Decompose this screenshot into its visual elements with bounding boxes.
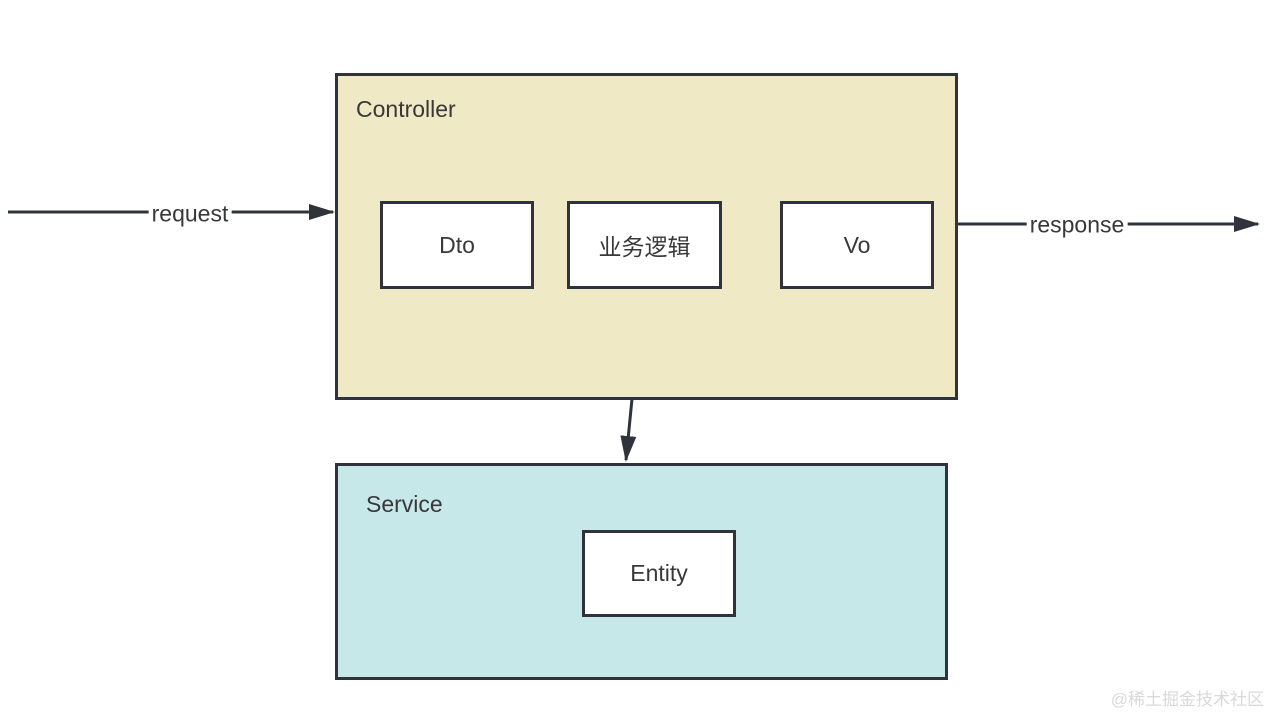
watermark: @稀土掘金技术社区 (1110, 690, 1264, 709)
node-dto: Dto (380, 201, 534, 289)
service-label: Service (366, 491, 443, 517)
node-business-logic: 业务逻辑 (567, 201, 722, 289)
request-arrow-label: request (148, 200, 232, 228)
controller-label: Controller (356, 96, 456, 122)
node-vo: Vo (780, 201, 934, 289)
node-vo-label: Vo (843, 231, 871, 258)
response-arrow-label: response (1026, 211, 1128, 239)
service-group: Service Entity (335, 463, 948, 680)
node-entity: Entity (582, 530, 736, 617)
node-entity-label: Entity (630, 560, 688, 586)
node-business-logic-label: 业务逻辑 (598, 234, 691, 260)
node-dto-label: Dto (439, 231, 475, 258)
controller-group: Controller Dto 业务逻辑 Vo (335, 73, 958, 400)
